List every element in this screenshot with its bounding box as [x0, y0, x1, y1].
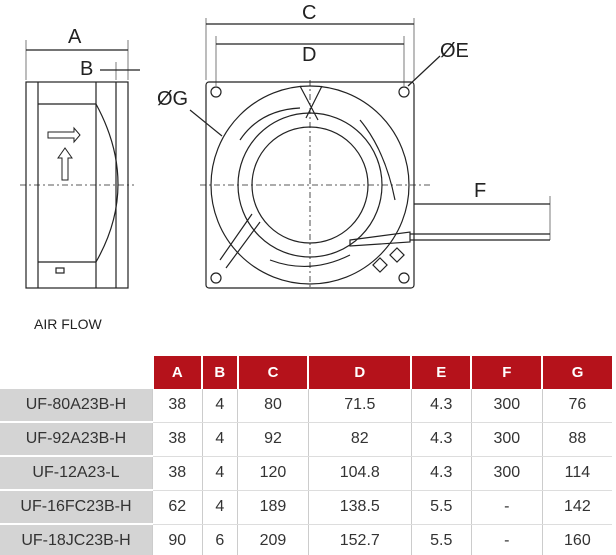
value-cell: 300	[470, 456, 543, 491]
header-c: C	[236, 356, 309, 389]
dim-label-d: D	[302, 44, 317, 66]
header-d: D	[307, 356, 412, 389]
value-cell: 38	[152, 456, 203, 491]
model-cell: UF-92A23B-H	[0, 422, 153, 457]
header-e: E	[410, 356, 472, 389]
value-cell: 88	[541, 422, 612, 457]
value-cell: 4.3	[410, 389, 472, 423]
value-cell: 4	[201, 389, 238, 423]
value-cell: 62	[152, 490, 203, 525]
value-cell: 189	[237, 490, 309, 525]
value-cell: 4.3	[410, 422, 472, 457]
model-cell: UF-80A23B-H	[0, 389, 153, 423]
value-cell: 80	[237, 389, 309, 423]
model-cell: UF-12A23-L	[0, 456, 153, 491]
value-cell: 5.5	[410, 524, 472, 555]
header-b: B	[201, 356, 238, 389]
value-cell: 142	[541, 490, 612, 525]
side-view	[20, 40, 140, 289]
value-cell: 71.5	[307, 389, 412, 423]
model-cell: UF-16FC23B-H	[0, 490, 153, 525]
value-cell: 82	[307, 422, 412, 457]
dim-label-b: B	[80, 58, 94, 80]
value-cell: 209	[237, 524, 309, 555]
dim-label-c: C	[302, 2, 317, 24]
value-cell: 4.3	[410, 456, 472, 491]
header-a: A	[151, 356, 203, 389]
model-cell: UF-18JC23B-H	[0, 524, 153, 555]
value-cell: 114	[541, 456, 612, 491]
value-cell: 4	[201, 456, 238, 491]
value-cell: 120	[237, 456, 309, 491]
header-f: F	[470, 356, 543, 389]
value-cell: 76	[541, 389, 612, 423]
dim-label-a: A	[68, 26, 82, 48]
value-cell: 5.5	[410, 490, 472, 525]
value-cell: 300	[470, 422, 543, 457]
value-cell: -	[470, 524, 543, 555]
value-cell: 104.8	[307, 456, 412, 491]
value-cell: 4	[201, 422, 238, 457]
dim-label-e: ØE	[440, 40, 469, 62]
header-g: G	[541, 356, 612, 389]
table-header-row: A B C D E F G	[0, 356, 612, 389]
fan-drawing	[20, 18, 551, 290]
value-cell: 4	[201, 490, 238, 525]
value-cell: 160	[541, 524, 612, 555]
value-cell: 152.7	[307, 524, 412, 555]
airflow-label: AIR FLOW	[34, 316, 102, 332]
value-cell: 300	[470, 389, 543, 423]
header-blank	[0, 356, 153, 389]
value-cell: -	[470, 490, 543, 525]
value-cell: 138.5	[307, 490, 412, 525]
value-cell: 38	[152, 422, 203, 457]
value-cell: 38	[152, 389, 203, 423]
value-cell: 90	[152, 524, 203, 555]
value-cell: 6	[201, 524, 238, 555]
dim-label-g: ØG	[157, 88, 189, 110]
front-view	[189, 18, 551, 290]
dim-label-f: F	[474, 180, 487, 202]
value-cell: 92	[237, 422, 309, 457]
